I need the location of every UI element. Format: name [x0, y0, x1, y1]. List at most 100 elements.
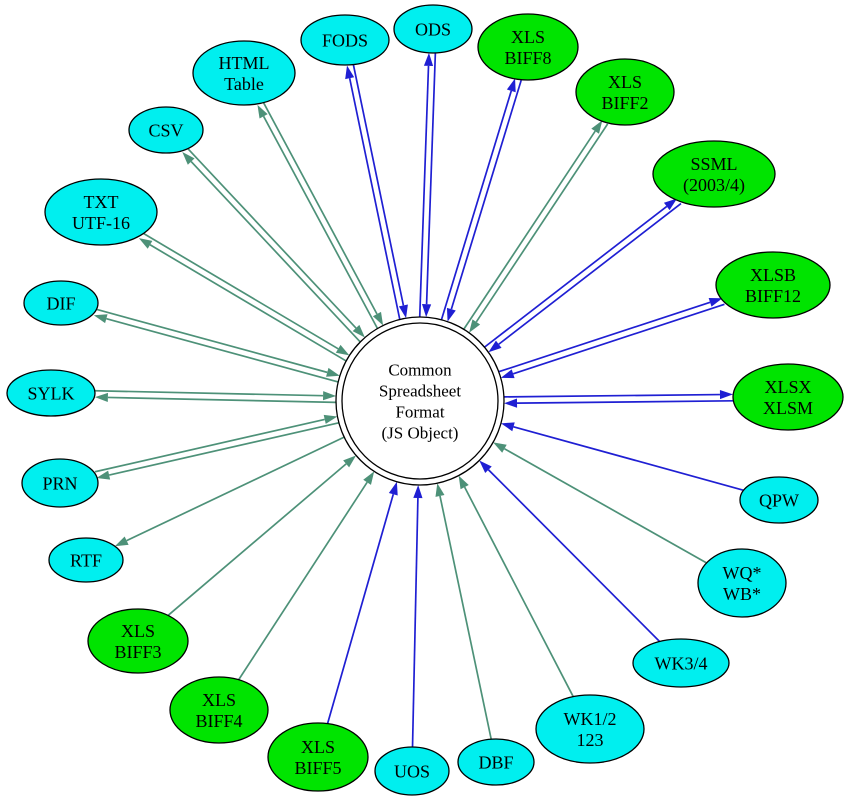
node-xls-biff8-label-line: XLS — [511, 27, 545, 47]
edge-xls-biff8-read — [450, 80, 523, 310]
edge-fods-read-arrowhead — [398, 304, 408, 319]
node-sylk-label-line: SYLK — [27, 383, 74, 403]
node-wk3-4: WK3/4 — [632, 638, 730, 688]
edge-fods-write-arrowhead — [345, 65, 355, 80]
edge-xlsx-xlsm-read-arrowhead — [504, 398, 518, 408]
node-qpw-shape — [739, 476, 819, 524]
edge-sylk-write — [107, 396, 336, 404]
edge-ods-write-arrowhead — [423, 52, 434, 67]
edge-wq-wb-read-arrowhead — [493, 442, 507, 453]
center-node-label-line: Format — [395, 403, 444, 422]
node-uos: UOS — [374, 746, 450, 796]
node-csv-label-line: CSV — [148, 120, 183, 140]
edge-csv-read — [186, 147, 357, 329]
edge-ods-read — [425, 53, 437, 305]
node-xlsb-biff12-label-line: XLSB — [750, 265, 796, 285]
node-wk1-2-123-label-line: 123 — [577, 730, 604, 750]
node-wq-wb-shape — [697, 548, 787, 618]
edge-xlsb-biff12-read-arrowhead — [500, 369, 515, 379]
node-ssml-2003-4-label: SSML(2003/4) — [683, 154, 745, 196]
edge-xls-biff2-write — [463, 130, 596, 330]
edge-xlsx-xlsm-write — [503, 393, 720, 398]
node-xls-biff3-shape — [87, 608, 189, 674]
node-xls-biff2-label-line: BIFF2 — [601, 93, 648, 113]
edge-qpw-read-arrowhead — [500, 422, 515, 432]
node-fods: FODS — [300, 14, 390, 66]
edge-html-table-write-arrowhead — [257, 104, 268, 119]
node-wk3-4-shape — [632, 638, 730, 688]
edge-xls-biff5-read — [326, 494, 395, 724]
edge-sylk-read-arrowhead — [322, 391, 337, 401]
node-ssml-2003-4-shape — [652, 140, 776, 208]
node-wk3-4-label-line: WK3/4 — [655, 653, 708, 673]
edge-xlsb-biff12-read — [512, 303, 725, 375]
node-xls-biff5-label-line: XLS — [301, 737, 335, 757]
node-xlsx-xlsm-label-line: XLSM — [763, 398, 813, 418]
edge-qpw-read — [513, 425, 744, 492]
edge-wq-wb-read — [504, 447, 707, 564]
node-prn-label-line: PRN — [42, 473, 77, 493]
node-qpw-label: QPW — [759, 490, 799, 510]
edge-csv-write — [190, 160, 361, 343]
edge-html-table-read — [262, 101, 378, 315]
node-xls-biff3-label-line: BIFF3 — [114, 642, 161, 662]
node-xlsb-biff12-label-line: BIFF12 — [745, 286, 801, 306]
edge-ssml-2003-4-write-arrowhead — [663, 198, 678, 211]
node-uos-label-line: UOS — [394, 761, 430, 781]
node-xls-biff2-shape — [575, 58, 675, 126]
edge-xls-biff8-read-arrowhead — [446, 307, 456, 322]
node-xls-biff5-shape — [267, 722, 369, 792]
edge-ssml-2003-4-read — [498, 202, 682, 345]
node-prn-label: PRN — [42, 473, 77, 493]
node-txt-utf-16-shape — [44, 178, 158, 246]
node-dif-shape — [23, 280, 99, 326]
node-xls-biff8-shape — [477, 13, 579, 81]
edges-layer — [93, 52, 744, 748]
edge-txt-utf-16-read-arrowhead — [335, 344, 350, 356]
edge-xls-biff5-read-arrowhead — [388, 481, 398, 496]
edge-uos-read — [411, 497, 419, 748]
edge-txt-utf-16-write — [149, 244, 347, 362]
node-rtf-shape — [48, 537, 124, 583]
edge-fods-write — [348, 78, 401, 320]
edge-sylk-write-arrowhead — [94, 392, 108, 403]
node-xlsx-xlsm-shape — [732, 363, 844, 431]
edge-csv-read-arrowhead — [352, 324, 365, 338]
center-node-label-line: Common — [388, 361, 452, 380]
edge-fods-read — [352, 64, 405, 306]
edge-dbf-read — [439, 495, 493, 740]
edge-xlsb-biff12-write — [498, 301, 711, 373]
node-ods-label-line: ODS — [415, 19, 451, 39]
edge-xlsb-biff12-write-arrowhead — [708, 297, 723, 307]
node-ssml-2003-4: SSML(2003/4) — [652, 140, 776, 208]
node-rtf-label: RTF — [70, 550, 102, 570]
node-dif-label-line: DIF — [46, 293, 75, 313]
node-xlsb-biff12-shape — [715, 251, 831, 319]
node-wq-wb-label-line: WQ* — [723, 563, 762, 583]
node-prn: PRN — [21, 458, 99, 508]
edge-rtf-write-arrowhead — [114, 536, 129, 547]
edge-wk3-4-read-arrowhead — [479, 460, 492, 473]
edge-html-table-write — [262, 115, 379, 329]
edge-csv-write-arrowhead — [182, 152, 195, 165]
edge-xls-biff2-read — [475, 123, 609, 323]
edge-rtf-write — [126, 436, 345, 542]
node-html-table-shape — [192, 40, 296, 106]
edge-xls-biff4-read — [237, 481, 368, 681]
node-html-table-label-line: Table — [224, 74, 264, 94]
